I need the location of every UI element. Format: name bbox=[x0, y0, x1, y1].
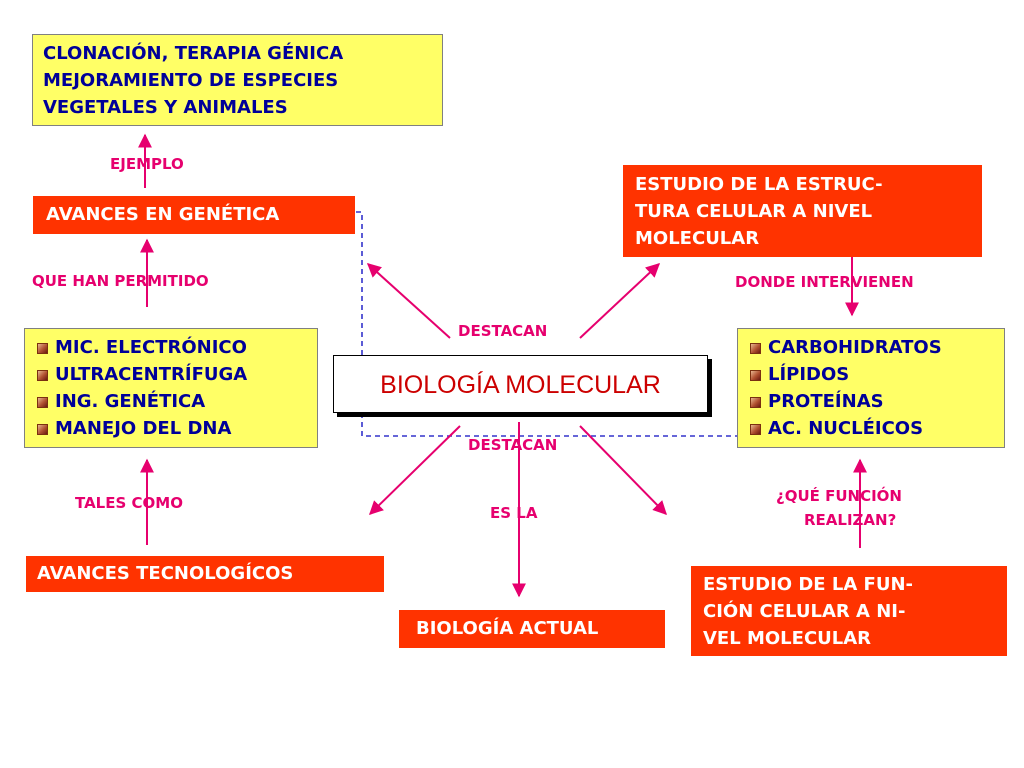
current-biology-box: BIOLOGÍA ACTUAL bbox=[399, 610, 665, 648]
square-bullet-icon bbox=[750, 424, 761, 435]
square-bullet-icon bbox=[37, 343, 48, 354]
examples-box: CLONACIÓN, TERAPIA GÉNICA MEJORAMIENTO D… bbox=[32, 34, 443, 126]
label-es-la: ES LA bbox=[490, 504, 538, 522]
current-biology-title: BIOLOGÍA ACTUAL bbox=[416, 618, 599, 639]
square-bullet-icon bbox=[750, 370, 761, 381]
tech-advances-box: AVANCES TECNOLOGÍCOS bbox=[26, 556, 384, 592]
arrow-center-to-function bbox=[579, 425, 667, 516]
technique-item: MIC. ELECTRÓNICO bbox=[29, 334, 317, 361]
technique-item: ULTRACENTRÍFUGA bbox=[29, 361, 317, 388]
arrow-center-to-structure bbox=[579, 263, 661, 339]
structure-line-2: TURA CELULAR A NIVEL bbox=[635, 201, 873, 222]
technique-item: MANEJO DEL DNA bbox=[29, 415, 317, 442]
structure-line-3: MOLECULAR bbox=[635, 228, 760, 249]
central-title: BIOLOGÍA MOLECULAR bbox=[380, 371, 661, 399]
label-que-funcion: ¿QUÉ FUNCIÓN bbox=[776, 487, 902, 505]
arrow-center-to-genetics bbox=[366, 263, 451, 339]
technique-item: ING. GENÉTICA bbox=[29, 388, 317, 415]
genetics-box: AVANCES EN GENÉTICA bbox=[33, 196, 355, 234]
central-concept-box: BIOLOGÍA MOLECULAR bbox=[333, 355, 708, 413]
label-destacan-top: DESTACAN bbox=[458, 322, 548, 340]
label-que-han-permitido: QUE HAN PERMITIDO bbox=[32, 272, 209, 290]
structure-box: ESTUDIO DE LA ESTRUC- TURA CELULAR A NIV… bbox=[623, 165, 982, 257]
label-tales-como: TALES COMO bbox=[75, 494, 183, 512]
label-realizan: REALIZAN? bbox=[804, 511, 897, 529]
examples-line-2: MEJORAMIENTO DE ESPECIES bbox=[43, 70, 339, 91]
molecule-item: LÍPIDOS bbox=[742, 361, 1004, 388]
label-donde-intervienen: DONDE INTERVIENEN bbox=[735, 273, 914, 291]
square-bullet-icon bbox=[750, 397, 761, 408]
square-bullet-icon bbox=[37, 370, 48, 381]
square-bullet-icon bbox=[37, 397, 48, 408]
tech-advances-title: AVANCES TECNOLOGÍCOS bbox=[37, 563, 294, 584]
function-line-1: ESTUDIO DE LA FUN- bbox=[703, 574, 913, 595]
molecules-box: CARBOHIDRATOS LÍPIDOS PROTEÍNAS AC. NUCL… bbox=[737, 328, 1005, 448]
molecule-item: PROTEÍNAS bbox=[742, 388, 1004, 415]
square-bullet-icon bbox=[750, 343, 761, 354]
arrow-center-to-tech-advances bbox=[368, 425, 461, 515]
function-box: ESTUDIO DE LA FUN- CIÓN CELULAR A NI- VE… bbox=[691, 566, 1007, 656]
label-destacan-bottom: DESTACAN bbox=[468, 436, 558, 454]
label-ejemplo: EJEMPLO bbox=[110, 155, 184, 173]
techniques-box: MIC. ELECTRÓNICO ULTRACENTRÍFUGA ING. GE… bbox=[24, 328, 318, 448]
genetics-title: AVANCES EN GENÉTICA bbox=[46, 204, 280, 225]
molecule-item: CARBOHIDRATOS bbox=[742, 334, 1004, 361]
examples-line-1: CLONACIÓN, TERAPIA GÉNICA bbox=[43, 43, 344, 64]
function-line-2: CIÓN CELULAR A NI- bbox=[703, 601, 906, 622]
square-bullet-icon bbox=[37, 424, 48, 435]
dashed-link-molecules-to-genetics bbox=[342, 207, 740, 437]
examples-line-3: VEGETALES Y ANIMALES bbox=[43, 97, 288, 118]
structure-line-1: ESTUDIO DE LA ESTRUC- bbox=[635, 174, 883, 195]
molecule-item: AC. NUCLÉICOS bbox=[742, 415, 1004, 442]
function-line-3: VEL MOLECULAR bbox=[703, 628, 872, 649]
